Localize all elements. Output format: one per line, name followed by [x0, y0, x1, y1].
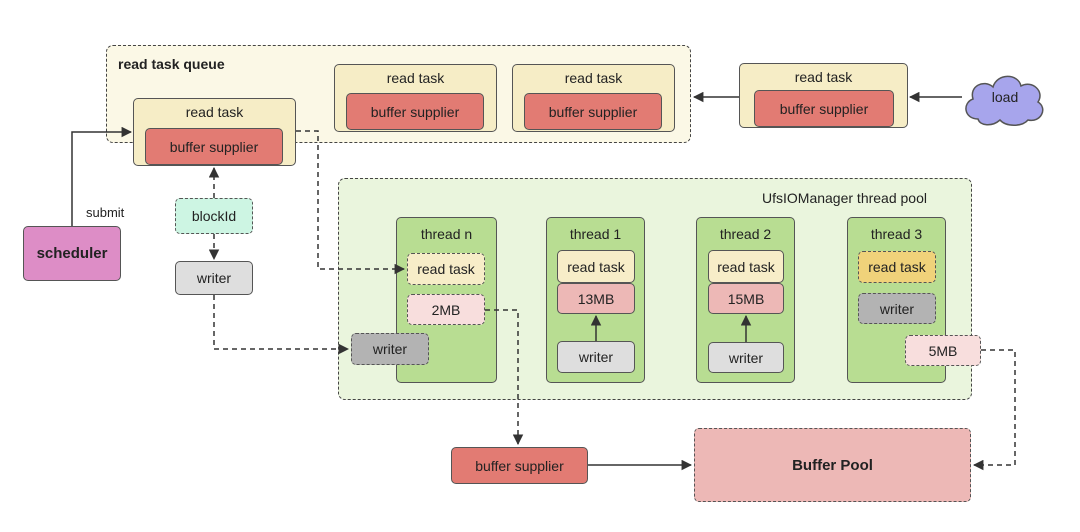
- thread-n-read-task: read task: [407, 253, 485, 285]
- read-task-label: read task: [185, 104, 244, 120]
- buffer-supplier-1: buffer supplier: [145, 128, 283, 165]
- thread-1-writer: writer: [557, 341, 635, 373]
- read-task-label: read task: [564, 70, 623, 86]
- load-cloud-icon: [965, 75, 1044, 126]
- thread-label: thread 3: [870, 226, 923, 242]
- buffer-supplier-3: buffer supplier: [524, 93, 662, 130]
- buffer-supplier-2: buffer supplier: [346, 93, 484, 130]
- writer-left-node: writer: [175, 261, 253, 295]
- read-task-queue-title: read task queue: [118, 56, 225, 72]
- thread-n-writer: writer: [351, 333, 429, 365]
- thread-label: thread n: [420, 226, 473, 242]
- load-label: load: [991, 89, 1019, 105]
- thread-2-buffer: 15MB: [708, 283, 784, 314]
- thread-3-read-task: read task: [858, 251, 936, 283]
- thread-2-read-task: read task: [708, 250, 784, 283]
- thread-1-buffer: 13MB: [557, 283, 635, 314]
- arrow-5mb-to-pool: [972, 349, 1016, 471]
- block-id-node: blockId: [175, 198, 253, 234]
- submit-label: submit: [86, 205, 125, 220]
- arrow-writer-to-thread-writer: [213, 295, 350, 355]
- read-task-label: read task: [794, 69, 853, 85]
- buffer-supplier-returned: buffer supplier: [451, 447, 588, 484]
- thread-n-buffer: 2MB: [407, 294, 485, 325]
- thread-1-read-task: read task: [557, 250, 635, 283]
- thread-2-writer: writer: [708, 342, 784, 373]
- thread-label: thread 1: [569, 226, 622, 242]
- buffer-supplier-incoming: buffer supplier: [754, 90, 894, 127]
- thread-label: thread 2: [719, 226, 772, 242]
- thread-3-buffer: 5MB: [905, 335, 981, 366]
- scheduler-node: scheduler: [23, 226, 121, 281]
- read-task-label: read task: [386, 70, 445, 86]
- thread-3-writer: writer: [858, 293, 936, 324]
- thread-pool-title: UfsIOManager thread pool: [762, 190, 927, 206]
- buffer-pool-node: Buffer Pool: [694, 428, 971, 502]
